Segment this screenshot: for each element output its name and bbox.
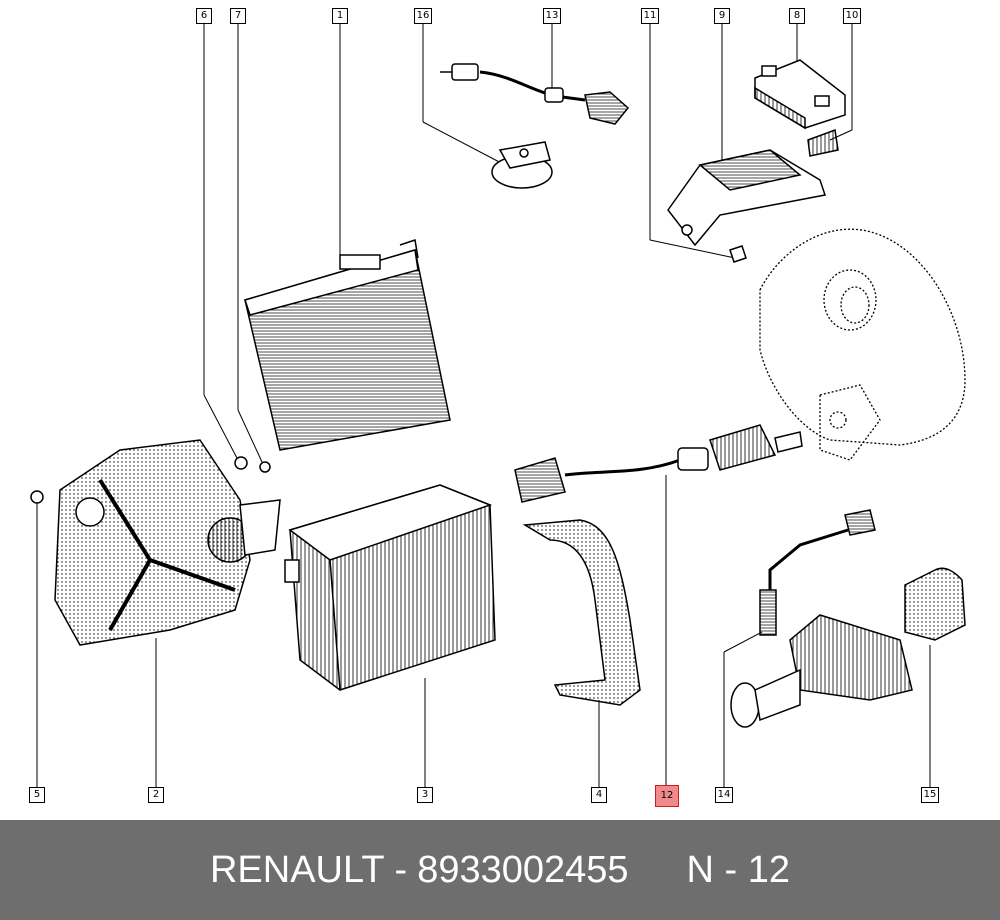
- callout-1[interactable]: 1: [332, 8, 348, 24]
- leader-lines: [36, 24, 931, 787]
- callout-16[interactable]: 16: [414, 8, 432, 24]
- callout-3[interactable]: 3: [417, 787, 433, 803]
- callout-6[interactable]: 6: [196, 8, 212, 24]
- part-2-cover: [30, 439, 281, 646]
- engine-block: [759, 228, 966, 461]
- part-12-oxygen-sensor: [514, 424, 803, 503]
- part-16-sensor: [491, 141, 553, 189]
- callout-12-highlighted[interactable]: 12: [655, 785, 679, 807]
- part-4-strap: [522, 519, 641, 706]
- callout-2[interactable]: 2: [148, 787, 164, 803]
- callout-9[interactable]: 9: [714, 8, 730, 24]
- part-13-harness: [440, 63, 630, 125]
- brand-name: RENAULT: [209, 848, 385, 891]
- part-footer-bar: RENAULT - 8933002455 N - 12: [0, 820, 1000, 920]
- footer-separator: -: [394, 848, 408, 891]
- part-3-box: [284, 484, 496, 691]
- part-9-bracket: [667, 149, 826, 263]
- diagram-reference: N - 12: [686, 848, 791, 891]
- part-1-ecu: [244, 239, 451, 451]
- part-14-sensor: [730, 509, 913, 728]
- callout-13[interactable]: 13: [543, 8, 561, 24]
- callout-5[interactable]: 5: [29, 787, 45, 803]
- callout-14[interactable]: 14: [715, 787, 733, 803]
- callout-7[interactable]: 7: [230, 8, 246, 24]
- part-8-module: [754, 59, 846, 157]
- callout-10[interactable]: 10: [843, 8, 861, 24]
- parts-exploded-diagram: [30, 24, 966, 787]
- callout-4[interactable]: 4: [591, 787, 607, 803]
- callout-8[interactable]: 8: [789, 8, 805, 24]
- part-number: 8933002455: [417, 848, 629, 891]
- callout-15[interactable]: 15: [921, 787, 939, 803]
- callout-11[interactable]: 11: [641, 8, 659, 24]
- part-15-heat-shield: [904, 567, 966, 641]
